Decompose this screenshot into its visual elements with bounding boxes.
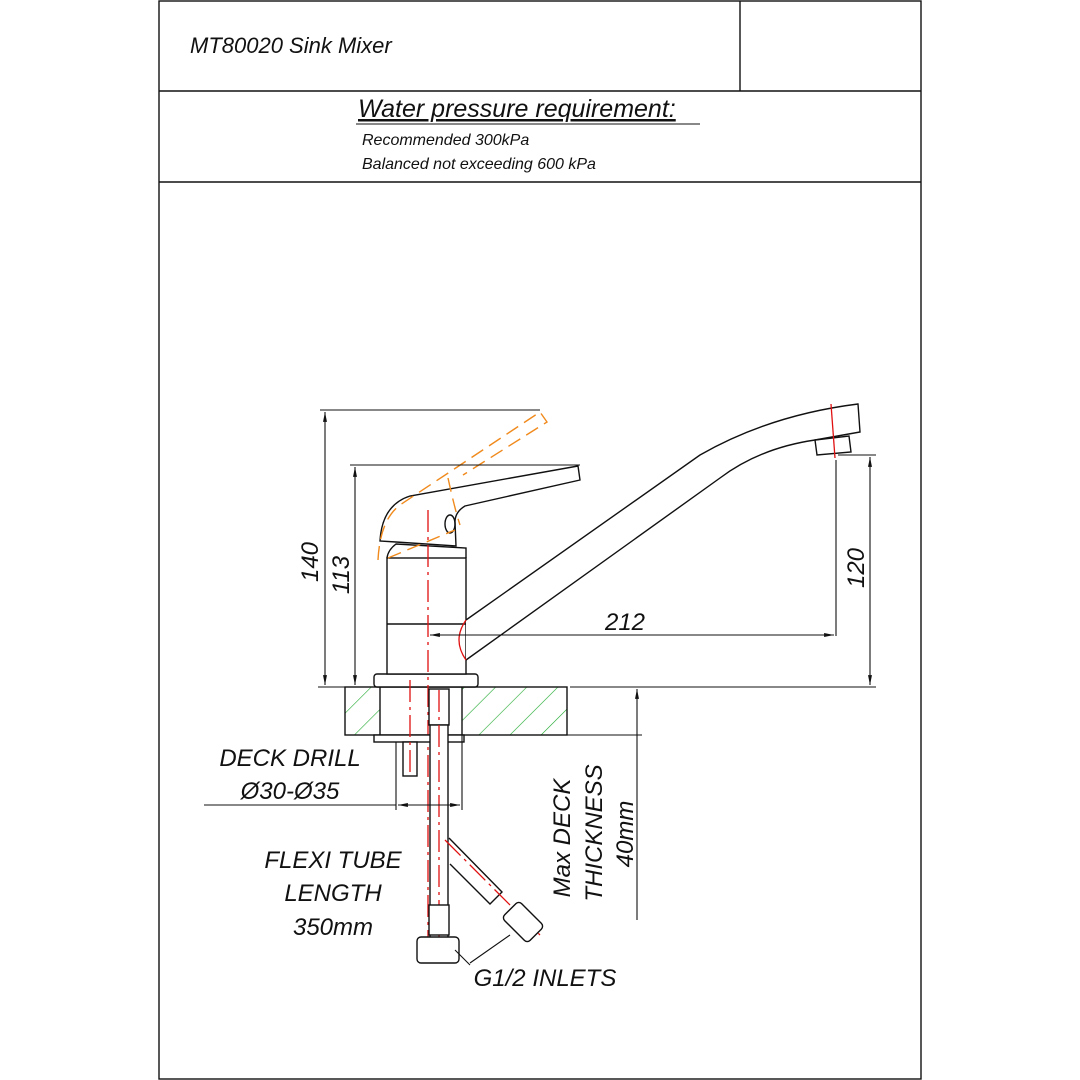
inlets-label: G1/2 INLETS (474, 965, 617, 992)
mixer-body (373, 403, 861, 960)
lever-handle (379, 465, 581, 547)
deck-thickness-label: Max DECK (549, 778, 576, 898)
inlet-nut-1 (416, 936, 460, 964)
flexi-label: FLEXI TUBE (264, 847, 402, 874)
lever-open-position (377, 411, 548, 561)
deck-drill-size: Ø30-Ø35 (240, 778, 340, 805)
dimension-lines (204, 409, 876, 920)
deck-section (344, 686, 568, 736)
dim-total-height: 140 (297, 541, 324, 582)
deck-thickness-value: 40mm (612, 801, 639, 868)
deck-drill-label: DECK DRILL (219, 745, 360, 772)
product-title: MT80020 Sink Mixer (190, 33, 393, 58)
spout (465, 403, 861, 661)
aerator (814, 435, 852, 456)
dim-spout-reach: 212 (604, 609, 645, 636)
pressure-max: Balanced not exceeding 600 kPa (362, 156, 596, 173)
dim-body-height: 113 (328, 555, 355, 594)
pressure-heading: Water pressure requirement: (358, 95, 676, 123)
flexi-length-label: LENGTH (284, 880, 382, 907)
pressure-recommended: Recommended 300kPa (362, 132, 529, 149)
title-block: MT80020 Sink Mixer Water pressure requir… (158, 0, 922, 1080)
deck-thickness-label-2: THICKNESS (581, 764, 608, 901)
flexi-length-value: 350mm (293, 914, 373, 941)
dim-spout-height: 120 (843, 547, 870, 588)
under-deck-fittings (373, 680, 544, 966)
inlet-nut-2 (502, 901, 544, 943)
